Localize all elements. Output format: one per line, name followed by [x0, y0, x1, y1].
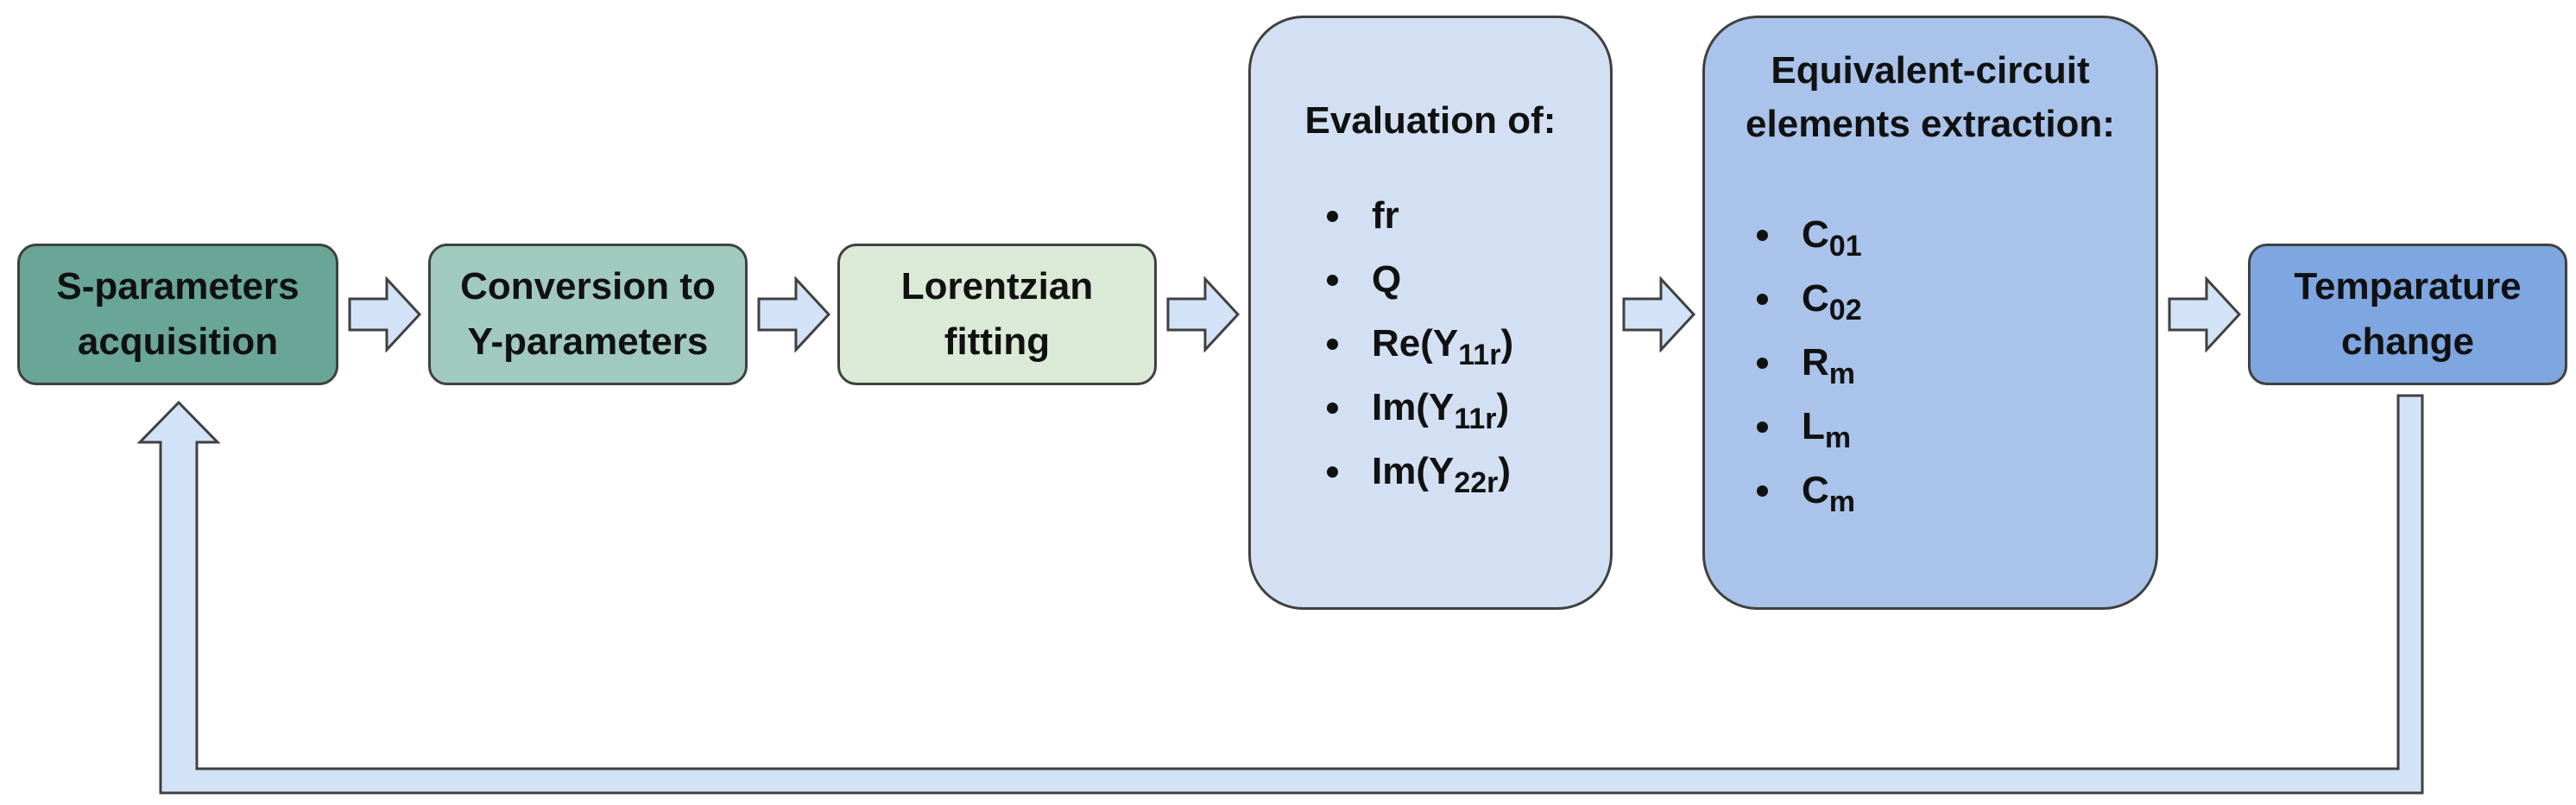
- evaluation-item-text: Im(Y: [1372, 450, 1455, 492]
- extraction-item-text: C: [1802, 469, 1829, 511]
- extraction-item: C02: [1753, 267, 1862, 331]
- extraction-item: Rm: [1753, 331, 1862, 395]
- arrow-right-icon: [1622, 276, 1696, 352]
- evaluation-item: Re(Y11r): [1323, 312, 1513, 376]
- arrow-right-icon: [757, 276, 831, 352]
- evaluation-item-suffix: ): [1498, 450, 1512, 492]
- s-parameters-acquisition-label: S-parameters acquisition: [56, 265, 300, 363]
- evaluation-item-subscript: 11r: [1458, 339, 1501, 371]
- evaluation-item: Q: [1323, 248, 1513, 312]
- extraction-item-subscript: m: [1828, 358, 1856, 390]
- evaluation-item-suffix: ): [1496, 386, 1510, 428]
- evaluation-item: Im(Y22r): [1323, 440, 1513, 504]
- extraction-item-subscript: m: [1824, 422, 1852, 454]
- conversion-label: Conversion to Y-parameters: [460, 265, 716, 363]
- extraction-title: Equivalent-circuit elements extraction:: [1746, 49, 2115, 145]
- evaluation-item: Im(Y11r): [1323, 376, 1513, 440]
- evaluation-item-subscript: 22r: [1454, 466, 1499, 499]
- extraction-item-text: C: [1802, 213, 1829, 256]
- evaluation-item-text: Re(Y: [1372, 322, 1459, 364]
- extraction-box: Equivalent-circuit elements extraction: …: [1702, 16, 2158, 610]
- extraction-item-subscript: m: [1828, 485, 1856, 518]
- temperature-change-box: Temparature change: [2248, 244, 2567, 385]
- lorentzian-fitting-box: Lorentzian fitting: [837, 244, 1157, 385]
- evaluation-item-subscript: 11r: [1454, 402, 1497, 435]
- extraction-item-text: L: [1802, 405, 1825, 447]
- extraction-item-subscript: 01: [1828, 230, 1862, 263]
- arrow-right-icon: [348, 276, 422, 352]
- s-parameters-acquisition-box: S-parameters acquisition: [17, 244, 338, 385]
- arrow-right-icon: [1166, 276, 1241, 352]
- extraction-item-subscript: 02: [1828, 294, 1862, 326]
- extraction-item: Cm: [1753, 459, 1862, 523]
- evaluation-item-text: Q: [1372, 258, 1402, 301]
- extraction-item: C01: [1753, 203, 1862, 267]
- evaluation-item: fr: [1323, 184, 1513, 248]
- evaluation-item-text: fr: [1372, 194, 1399, 237]
- evaluation-item-text: Im(Y: [1372, 386, 1455, 428]
- conversion-box: Conversion to Y-parameters: [428, 244, 748, 385]
- extraction-item-text: R: [1802, 341, 1829, 383]
- arrow-right-icon: [2168, 276, 2242, 352]
- evaluation-title: Evaluation of:: [1304, 99, 1556, 142]
- evaluation-item-suffix: ): [1500, 322, 1514, 364]
- lorentzian-fitting-label: Lorentzian fitting: [900, 265, 1094, 363]
- extraction-item: Lm: [1753, 395, 1862, 459]
- temperature-change-label: Temparature change: [2294, 265, 2522, 363]
- extraction-item-text: C: [1802, 277, 1829, 320]
